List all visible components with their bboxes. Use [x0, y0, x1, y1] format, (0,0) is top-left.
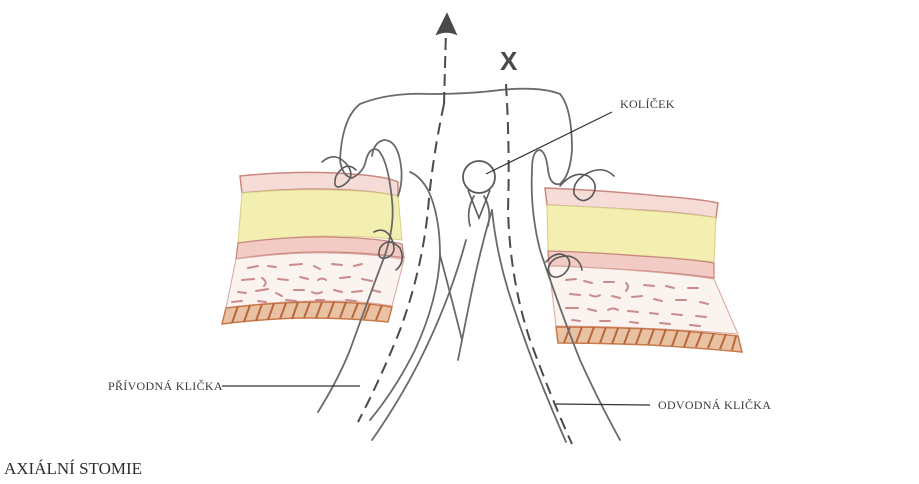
stoma-rod — [463, 161, 495, 218]
odvodna-leader — [556, 404, 650, 405]
label-odvodna-klicka: ODVODNÁ KLIČKA — [658, 398, 771, 412]
afferent-arrow — [437, 14, 456, 104]
arrow-up-icon — [437, 14, 456, 34]
cross-mark: X — [500, 46, 518, 76]
left-fat-layer — [238, 190, 402, 243]
right-abdominal-wall — [545, 188, 742, 352]
kolicek-leader — [486, 112, 612, 174]
left-muscle-layer — [226, 253, 404, 308]
label-kolicek: KOLÍČEK — [620, 97, 675, 111]
diagram-caption: AXIÁLNÍ STOMIE — [4, 459, 142, 478]
label-privodna-klicka: PŘÍVODNÁ KLIČKA — [108, 379, 223, 393]
left-abdominal-wall — [222, 172, 404, 324]
loop-center-right — [458, 210, 492, 360]
rod-circle — [463, 161, 495, 193]
